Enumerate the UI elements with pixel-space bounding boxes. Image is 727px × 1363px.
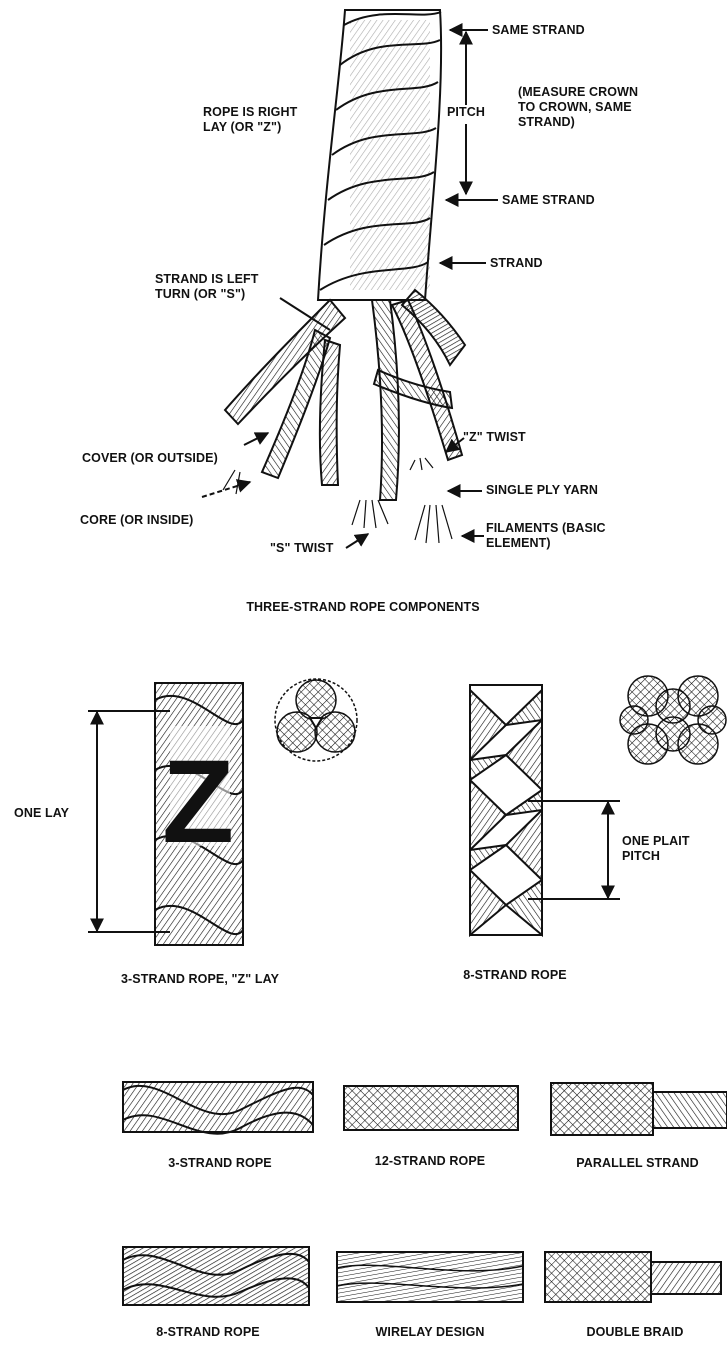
label-z-twist: "Z" TWIST xyxy=(463,430,526,445)
label-one-lay: ONE LAY xyxy=(14,806,69,821)
label-strand-left-turn: STRAND IS LEFT TURN (OR "S") xyxy=(155,272,258,302)
label-same-strand-top: SAME STRAND xyxy=(492,23,585,38)
sample-label-three-strand: 3-STRAND ROPE xyxy=(130,1156,310,1171)
sample-parallel-strand xyxy=(551,1083,727,1135)
z-letter: Z xyxy=(162,736,234,868)
sample-label-wirelay-design: WIRELAY DESIGN xyxy=(340,1325,520,1340)
label-s-twist: "S" TWIST xyxy=(270,541,333,556)
sample-label-double-braid: DOUBLE BRAID xyxy=(545,1325,725,1340)
three-strand-rope-illustration xyxy=(223,10,465,543)
caption-three-strand-components: THREE-STRAND ROPE COMPONENTS xyxy=(213,600,513,615)
three-strand-cross-section xyxy=(275,679,357,761)
sample-eight-strand xyxy=(123,1247,309,1305)
eight-strand-rope xyxy=(470,685,542,935)
sample-label-parallel-strand: PARALLEL STRAND xyxy=(548,1156,727,1171)
label-measure-note: (MEASURE CROWN TO CROWN, SAME STRAND) xyxy=(518,85,638,130)
label-same-strand-bottom: SAME STRAND xyxy=(502,193,595,208)
eight-strand-cross-section xyxy=(620,676,726,764)
label-strand: STRAND xyxy=(490,256,543,271)
caption-eight-strand: 8-STRAND ROPE xyxy=(445,968,585,983)
label-cover: COVER (OR OUTSIDE) xyxy=(82,451,218,466)
label-single-ply-yarn: SINGLE PLY YARN xyxy=(486,483,598,498)
label-pitch: PITCH xyxy=(445,105,487,120)
sample-wirelay-design xyxy=(337,1252,523,1302)
label-rope-right-lay: ROPE IS RIGHT LAY (OR "Z") xyxy=(203,105,297,135)
label-filaments: FILAMENTS (BASIC ELEMENT) xyxy=(486,521,606,551)
sample-three-strand xyxy=(123,1082,313,1134)
sample-label-twelve-strand: 12-STRAND ROPE xyxy=(340,1154,520,1169)
label-core: CORE (OR INSIDE) xyxy=(80,513,193,528)
sample-double-braid xyxy=(545,1252,721,1302)
label-one-plait-pitch: ONE PLAIT PITCH xyxy=(622,834,690,864)
caption-three-strand-z-lay: 3-STRAND ROPE, "Z" LAY xyxy=(90,972,310,987)
sample-label-eight-strand: 8-STRAND ROPE xyxy=(118,1325,298,1340)
sample-twelve-strand xyxy=(344,1086,518,1130)
